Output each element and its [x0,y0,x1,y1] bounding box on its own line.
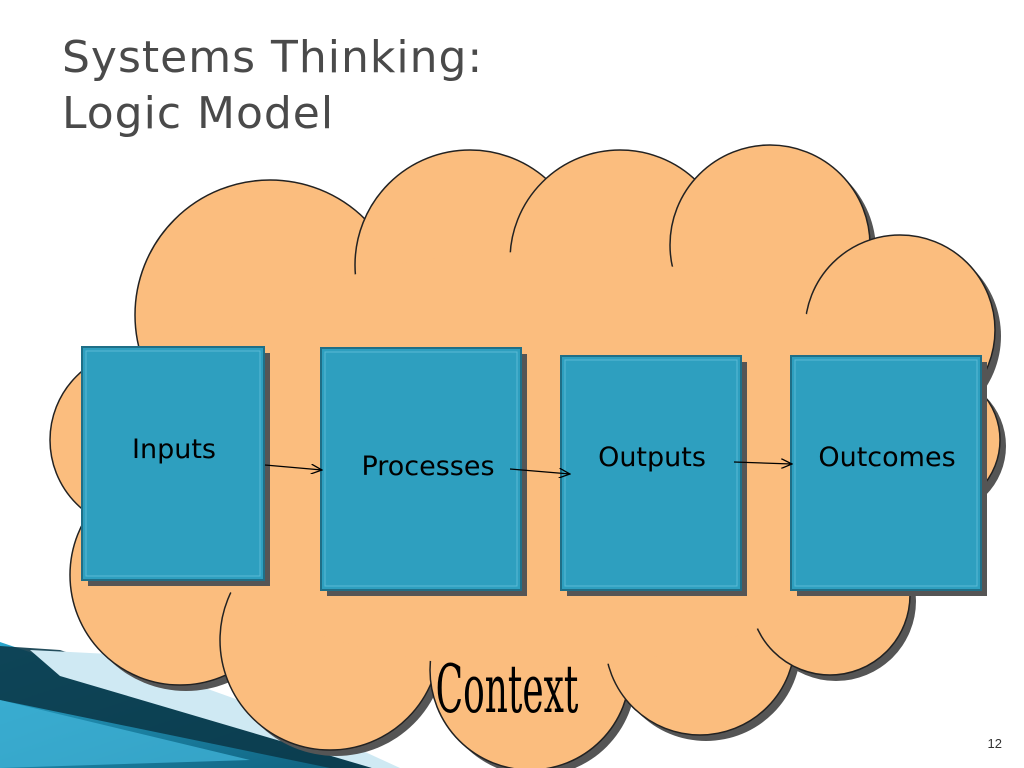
box-outcomes: Outcomes [790,355,987,596]
box-label-outcomes: Outcomes [818,442,955,473]
box-processes: Processes [320,347,527,596]
context-label: Context [436,650,579,728]
box-outputs: Outputs [560,355,747,596]
arrow-processes-to-outputs [509,469,570,474]
arrow-inputs-to-processes [264,465,322,470]
slide-title-line-2: Logic Model [62,88,335,139]
box-label-outputs: Outputs [598,442,706,473]
arrow-outputs-to-outcomes [733,462,792,464]
box-inputs: Inputs [81,346,270,586]
slide-number: 12 [987,736,1002,751]
box-label-processes: Processes [361,451,494,482]
slide-title-line-1: Systems Thinking: [62,32,484,83]
box-label-inputs: Inputs [132,434,216,465]
slide-title: Systems Thinking: Logic Model [62,30,483,142]
